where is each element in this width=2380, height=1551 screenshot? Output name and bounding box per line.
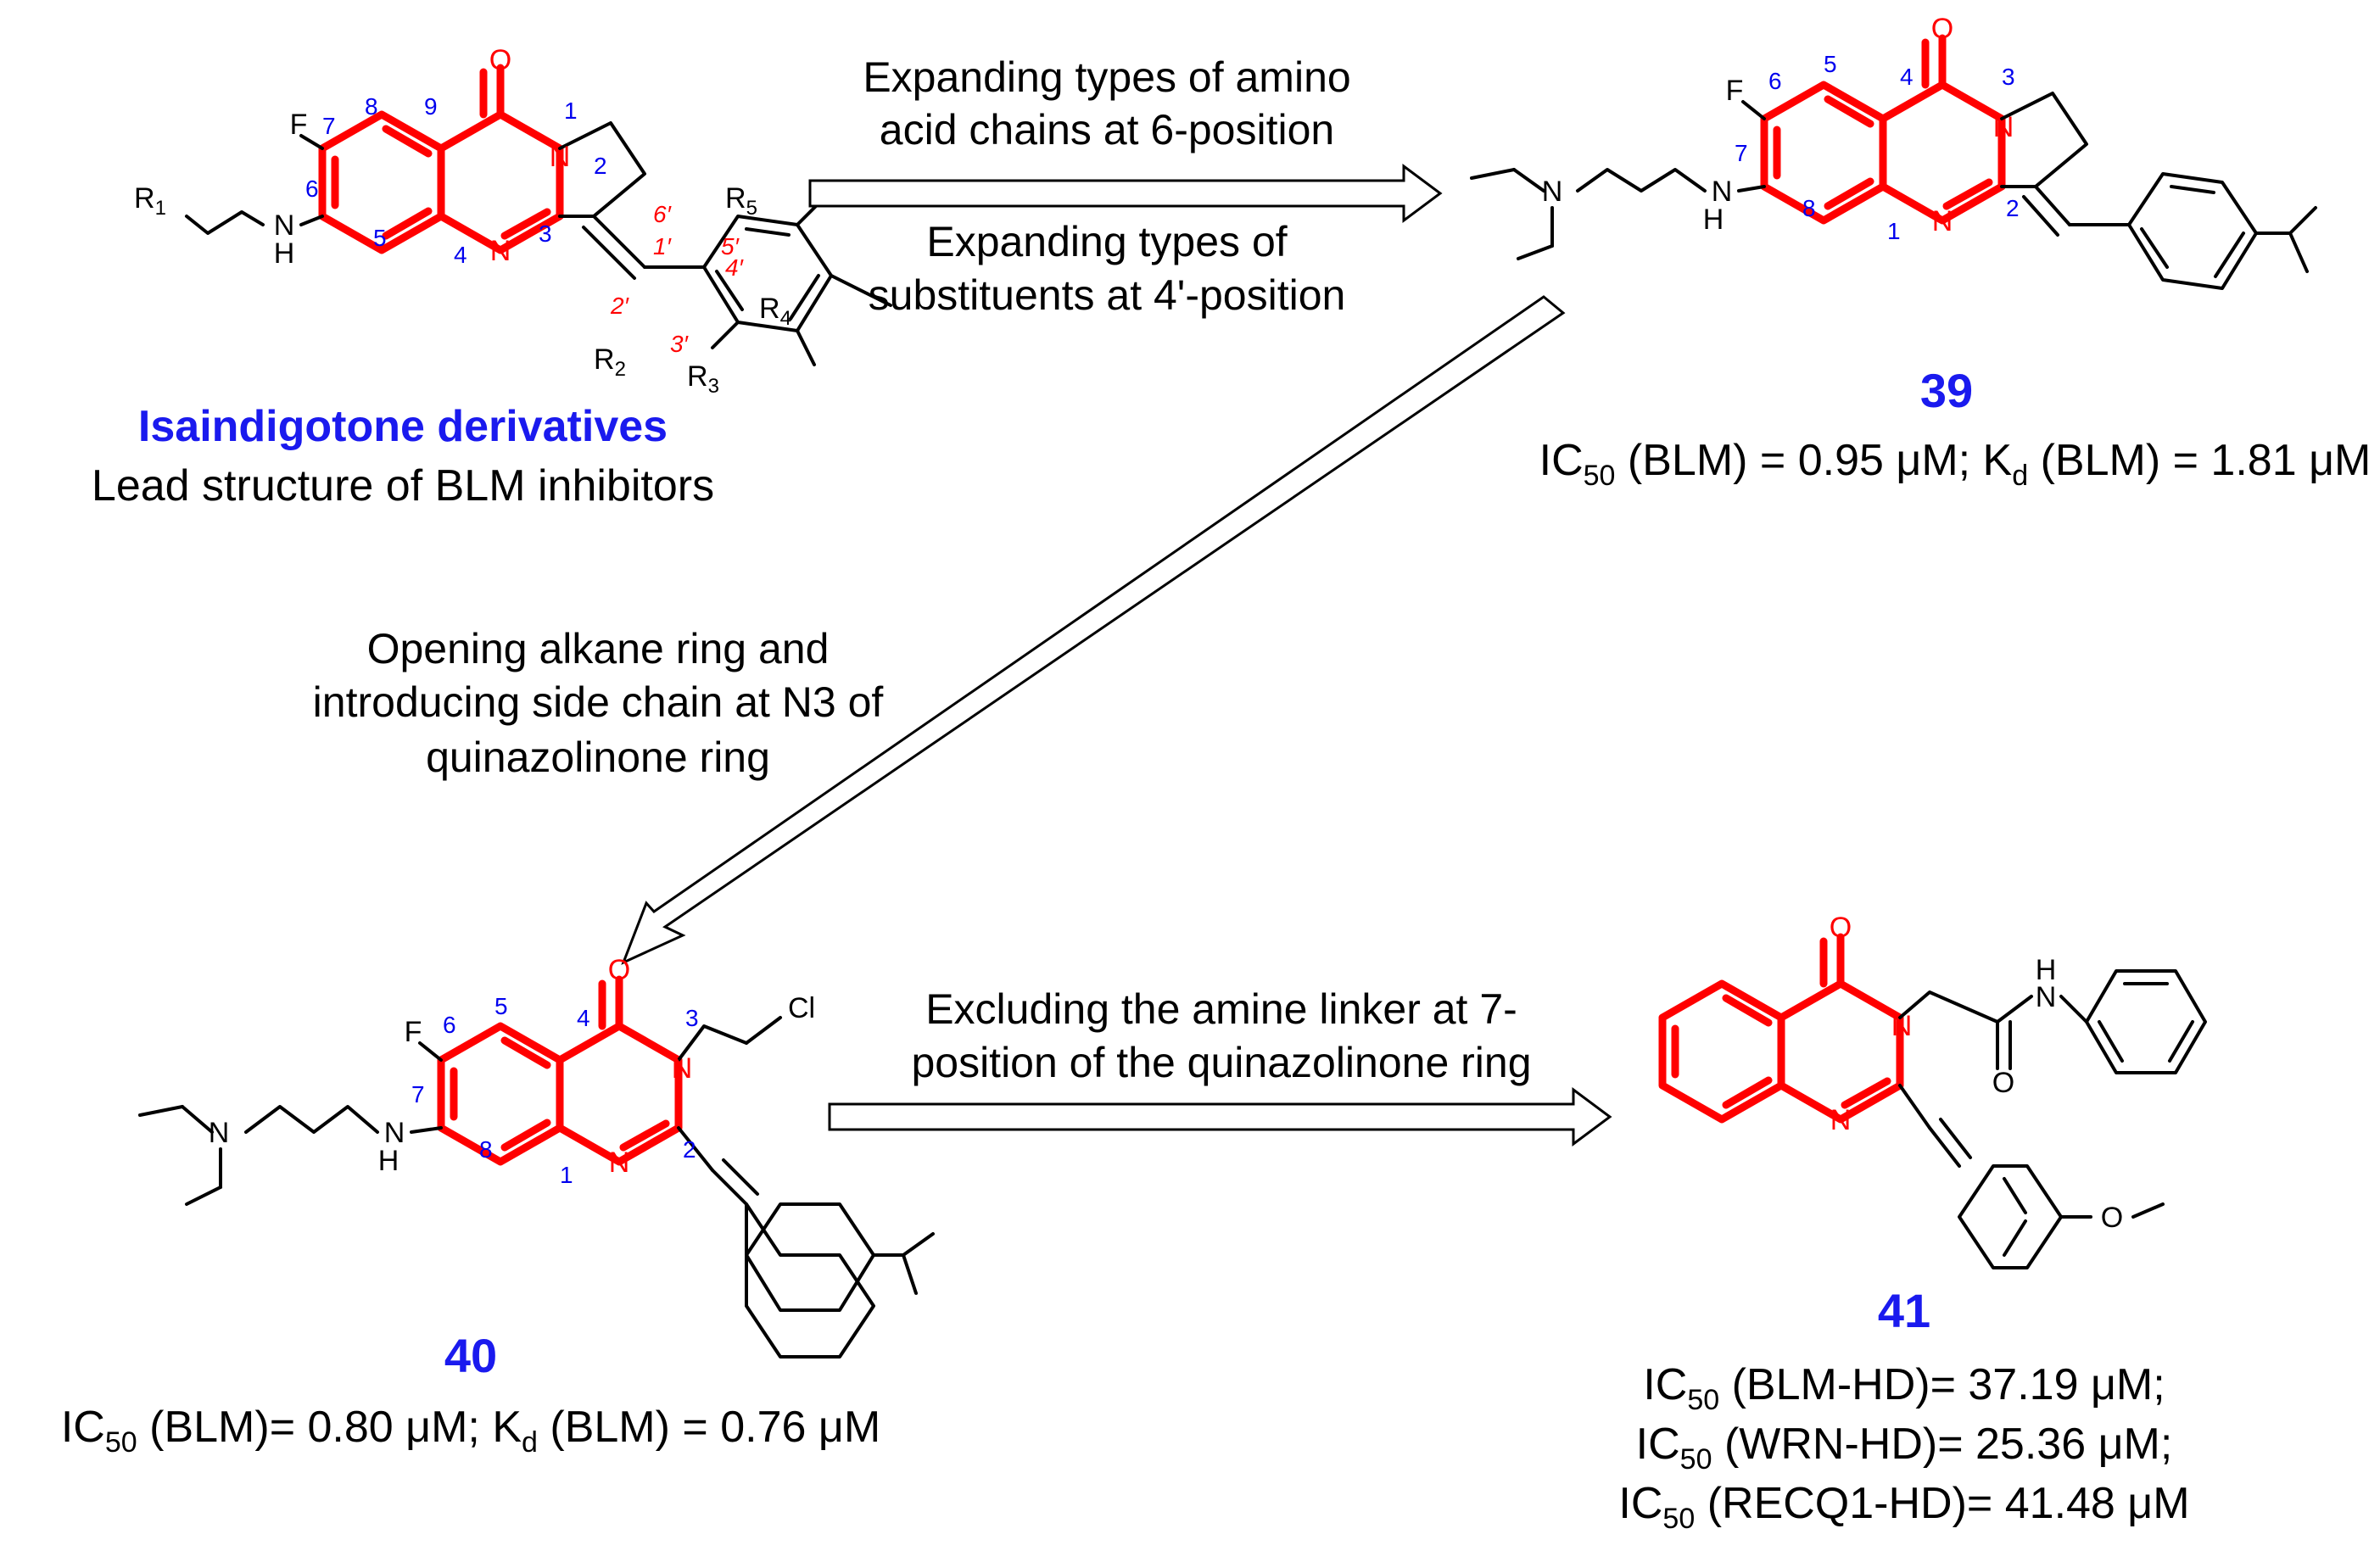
arrow-3-line-1: Excluding the amine linker at 7- (925, 985, 1517, 1033)
c39-num-3: 3 (2002, 64, 2015, 90)
lead-num-5: 5 (373, 225, 387, 251)
lead-amine-h: H (274, 237, 295, 270)
arrow-3-line-2: position of the quinazolinone ring (911, 1039, 1531, 1086)
c39-num-8: 8 (1802, 195, 1816, 221)
c39-oxygen: O (1931, 13, 1953, 45)
lead-num-1p: 1′ (653, 233, 673, 259)
lead-num-3: 3 (539, 220, 552, 247)
c40-linker-n: N (384, 1117, 405, 1149)
c41-oxygen: O (1830, 912, 1852, 944)
c40-fluorine: F (405, 1016, 422, 1048)
arrow-3: Excluding the amine linker at 7- positio… (828, 985, 1612, 1147)
lead-amine-n: N (274, 209, 295, 242)
arrow-1-line-1: Expanding types of amino (863, 53, 1350, 101)
c40-chlorine: Cl (788, 992, 815, 1024)
c41-carbonyl-o: O (1992, 1067, 2014, 1099)
lead-r4: R4 (759, 293, 791, 330)
lead-num-4: 4 (454, 242, 467, 268)
lead-num-3p: 3′ (670, 331, 690, 357)
c40-activity: IC50 (BLM)= 0.80 μM; Kd (BLM) = 0.76 μM (61, 1403, 880, 1459)
lead-num-2: 2 (594, 153, 607, 179)
lead-num-7: 7 (322, 113, 336, 139)
c40-num-1: 1 (560, 1162, 573, 1188)
c40-num-3: 3 (685, 1005, 699, 1031)
arrow-1-line-2: acid chains at 6-position (880, 106, 1334, 153)
c39-num-1: 1 (1887, 218, 1901, 244)
c41-methoxy-o: O (2101, 1202, 2123, 1234)
lead-num-5p: 5′ (721, 233, 740, 259)
c39-linker-h: H (1703, 204, 1724, 236)
c40-num-8: 8 (479, 1136, 493, 1163)
compound-40: O N N F N N H Cl 1 2 3 4 5 6 7 8 40 IC50… (61, 954, 935, 1459)
c40-label: 40 (444, 1329, 497, 1382)
c39-activity: IC50 (BLM) = 0.95 μM; Kd (BLM) = 1.81 μM (1539, 436, 2372, 492)
lead-num-6: 6 (305, 176, 319, 202)
lead-num-4p: 4′ (725, 254, 745, 281)
lead-subtitle: Lead structure of BLM inhibitors (92, 461, 714, 510)
c40-n1: N (609, 1147, 630, 1179)
c39-amine-n: N (1542, 176, 1563, 208)
c41-n3: N (1891, 1010, 1913, 1042)
lead-r3: R3 (687, 360, 719, 398)
c39-label: 39 (1920, 364, 1973, 417)
c40-num-7: 7 (411, 1081, 425, 1107)
lead-n1: N (550, 141, 571, 173)
c39-n1: N (1932, 205, 1953, 237)
compound-39: O N N F N N H 1 2 3 4 5 6 7 8 39 IC50 (B… (1470, 13, 2372, 492)
c39-fluorine: F (1726, 75, 1744, 107)
arrow-2: Opening alkane ring and introducing side… (313, 295, 1566, 965)
lead-oxygen: O (489, 44, 511, 76)
lead-title: Isaindigotone derivatives (138, 402, 668, 451)
lead-num-2p: 2′ (610, 293, 630, 319)
c40-num-2: 2 (683, 1136, 696, 1163)
c39-num-7: 7 (1735, 140, 1748, 166)
c40-amine-n: N (209, 1117, 230, 1149)
lead-num-6p: 6′ (653, 201, 673, 227)
lead-num-9: 9 (424, 93, 438, 120)
arrow-2-line-2: introducing side chain at N3 of (313, 678, 884, 726)
c40-num-5: 5 (494, 993, 508, 1019)
c41-label: 41 (1878, 1284, 1930, 1337)
c39-linker-n: N (1712, 176, 1733, 208)
c40-linker-h: H (378, 1145, 399, 1177)
c39-num-2: 2 (2006, 195, 2020, 221)
arrow-1-line-3: Expanding types of (926, 218, 1287, 265)
c41-amide-h: H (2036, 954, 2057, 986)
c40-n3: N (672, 1052, 693, 1085)
c39-num-6: 6 (1768, 68, 1782, 94)
c39-num-5: 5 (1824, 51, 1837, 77)
lead-r5: R5 (725, 182, 757, 220)
c39-n3: N (1993, 111, 2014, 143)
arrow-2-line-3: quinazolinone ring (426, 734, 770, 781)
arrow-1: Expanding types of amino acid chains at … (808, 53, 1443, 319)
arrow-2-line-1: Opening alkane ring and (367, 625, 830, 672)
arrow-1-line-4: substituents at 4'-position (869, 271, 1346, 319)
lead-r2: R2 (594, 343, 626, 381)
lead-num-1: 1 (564, 98, 578, 124)
c39-num-4: 4 (1900, 64, 1913, 90)
c41-activity-2: IC50 (WRN-HD)= 25.36 μM; (1636, 1420, 2173, 1476)
lead-num-8: 8 (365, 93, 378, 120)
lead-structure: O N N F N H R1 R2 R3 R4 R5 1 2 3 4 5 6 7… (92, 44, 892, 510)
c40-num-6: 6 (443, 1012, 456, 1038)
c41-activity-3: IC50 (RECQ1-HD)= 41.48 μM (1618, 1479, 2189, 1535)
lead-fluorine: F (290, 109, 308, 141)
c41-n1: N (1830, 1104, 1852, 1136)
c41-activity-1: IC50 (BLM-HD)= 37.19 μM; (1643, 1360, 2165, 1416)
lead-n4: N (490, 235, 511, 267)
c41-amide-n: N (2036, 981, 2057, 1013)
compound-41: O N N O N H O 41 IC50 (BLM-HD)= 37.19 μM… (1618, 912, 2207, 1535)
c40-num-4: 4 (577, 1005, 590, 1031)
c40-oxygen: O (608, 954, 630, 986)
lead-r1: R1 (134, 182, 166, 220)
